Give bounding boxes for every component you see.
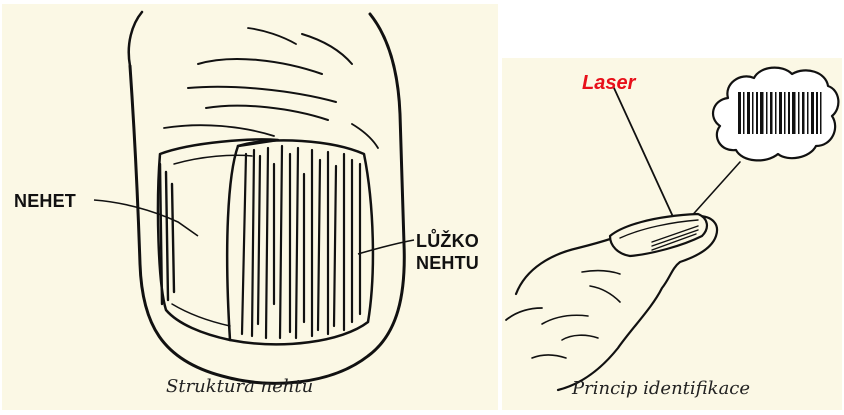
laser-beam-line [614, 88, 680, 232]
finger-laser-illustration [502, 58, 842, 410]
laser-label: Laser [582, 72, 635, 95]
nail-structure-caption: Struktura nehtu [166, 376, 313, 397]
nail-bed-label-line1: LŮŽKO [416, 230, 479, 252]
nail-label: NEHET [14, 190, 76, 212]
nail-structure-panel: NEHET LŮŽKO NEHTU Struktura nehtu [2, 4, 498, 410]
identification-caption: Princip identifikace [572, 378, 750, 399]
nail-bed-label: LŮŽKO NEHTU [416, 230, 479, 274]
nail-bed-label-line2: NEHTU [416, 252, 479, 274]
finger-nail-illustration [2, 4, 498, 410]
identification-principle-panel: Laser Princip identifikace [502, 58, 842, 410]
